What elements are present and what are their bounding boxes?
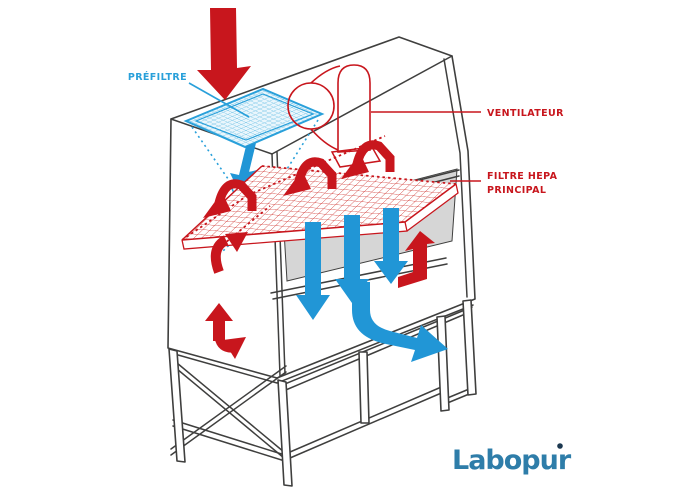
annotations: PRÉFILTRE VENTILATEUR FILTRE HEPA PRINCI… [128,71,564,196]
prefilter-inner-frame [194,93,315,141]
fan-housing-connectors [310,65,341,151]
logo-trademark-dot [557,443,563,449]
fan-assembly [287,64,371,153]
fan-housing [337,64,371,153]
exhaust-air-bent-arrow-icon [352,282,448,362]
filter-arch-arrow-2-icon [341,140,395,179]
prefiltre-label: PRÉFILTRE [128,71,187,83]
logo-wordmark: Labopur [452,445,572,476]
stand-leg-front-right [436,315,450,412]
stand-leg-rear-mid [358,351,370,424]
stand-leg-rear-right [462,299,477,396]
stand-leg-front-left [168,348,186,463]
hepa-filter-thickness [181,183,459,250]
cabinet-bottom-edge-inner [170,304,474,384]
cabinet-right-cap-lines [443,58,468,298]
air-intake-arrow-down-icon [197,8,251,100]
filter-edge-curl-arrow-icon [210,232,248,274]
stand-x-brace [170,362,287,459]
filtered-air-arrow-2-icon [335,215,369,303]
prefilter-funnel-dotted [191,119,319,253]
filtre-hepa-label-line1: FILTRE HEPA [487,171,558,182]
filter-arch-arrow-1-icon [283,157,337,196]
chamber-up-arrow-icon [398,231,435,288]
prefiltre-leader-line [188,82,250,118]
brand-logo: Labopur [452,443,573,476]
stand-leg-mid-left [277,379,293,487]
filtre-hepa-label-line2: PRINCIPAL [487,185,546,196]
red-airflow [197,8,435,359]
fan-inlet-circle [287,82,335,130]
front-intake-swirl-arrow-icon [205,303,246,359]
prefilter-outer-frame [183,87,325,149]
filter-arch-arrow-3-icon [203,179,257,218]
ventilateur-label: VENTILATEUR [487,108,564,119]
filtered-air-arrow-1-icon [296,222,330,320]
stand-left-bottom-rail [172,419,289,463]
cabinet-front-top-fold [271,55,453,155]
filtered-air-arrow-3-icon [374,208,408,284]
support-stand [168,299,477,487]
blue-airflow [296,208,448,362]
